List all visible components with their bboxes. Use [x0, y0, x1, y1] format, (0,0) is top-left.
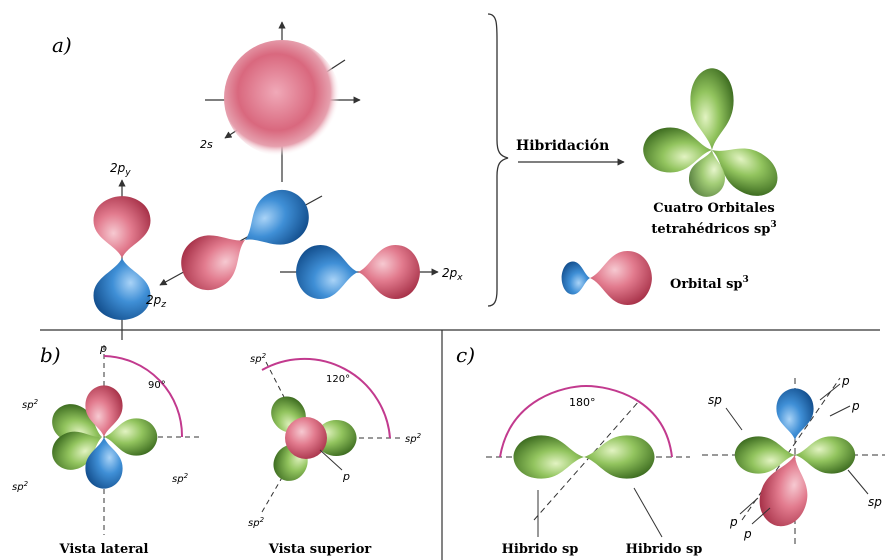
- py-label: 2py: [110, 161, 131, 178]
- sp3-lobe-top: [690, 68, 734, 150]
- s-label: 2s: [200, 138, 213, 151]
- sp2-top-view: 120° p sp2 sp2 sp2: [248, 352, 422, 529]
- top-p-lobe: [285, 417, 327, 459]
- px-right-lobe: [358, 245, 420, 299]
- sp-left-label: sp: [708, 393, 722, 407]
- angle-180-arc: [499, 384, 673, 458]
- side-p-label: p: [99, 342, 107, 355]
- pz-orbital: 2pz: [146, 179, 323, 310]
- p-upper-label-2: p: [851, 399, 860, 413]
- sp-right-pointer: [633, 487, 663, 538]
- side-sp2-label-right: sp2: [172, 472, 189, 485]
- p-upper-pointer-2: [829, 405, 851, 417]
- single-sp3-orbital: [561, 251, 652, 305]
- p-upper-pointer: [819, 383, 841, 401]
- sp-p-diagonal-axis: [741, 377, 841, 521]
- py-upper-lobe: [93, 196, 151, 258]
- single-sp3-caption: Orbital sp3: [670, 275, 749, 292]
- panel-a-label: a): [52, 33, 72, 57]
- sp3-small-lobe: [561, 261, 590, 295]
- sp-linear-view: 180°: [486, 384, 690, 538]
- py-lower-lobe: [93, 258, 151, 320]
- sp-left-label-pointer: [725, 407, 743, 431]
- panel-b: b) 90° p sp2 sp2 sp2 120°: [12, 342, 422, 557]
- sp-p-blue-upper: [776, 388, 814, 440]
- p-lower-pointer-2: [751, 507, 771, 525]
- top-p-pointer: [319, 449, 343, 471]
- px-orbital: 2px: [280, 245, 463, 299]
- caption-vista-lateral: Vista lateral: [59, 542, 149, 557]
- angle-90-arc: [103, 355, 184, 438]
- angle-120-arc: [261, 357, 391, 439]
- sp-with-p-view: p p sp sp p p: [702, 374, 885, 548]
- sp-p-green-right: [795, 436, 856, 474]
- caption-hibrido-sp-left: Hibrido sp: [502, 542, 579, 557]
- p-lower-label-2: p: [743, 527, 752, 541]
- caption-vista-superior: Vista superior: [268, 542, 372, 557]
- sp3-caption-line2: tetrahédricos sp3: [651, 220, 776, 237]
- side-sp2-label-bottom-left: sp2: [12, 480, 29, 493]
- grouping-brace: [487, 13, 509, 307]
- top-p-label: p: [342, 470, 350, 483]
- angle-180-label: 180°: [569, 396, 596, 409]
- panel-c-label: c): [456, 343, 475, 367]
- top-sp2-label-upper: sp2: [250, 352, 267, 365]
- top-sp2-label-right: sp2: [405, 432, 422, 445]
- panel-c: c) 180° p p sp sp: [456, 343, 885, 557]
- sp-diagonal-axis: [533, 399, 641, 521]
- pz-lower-lobe: [170, 217, 260, 301]
- pz-label: 2pz: [146, 293, 166, 310]
- sp-right-label: sp: [868, 495, 882, 509]
- px-left-lobe: [296, 245, 358, 299]
- sp-left-lobe: [513, 435, 584, 479]
- p-lower-pointer: [739, 497, 759, 515]
- p-upper-label: p: [841, 374, 850, 388]
- sp2-side-view: 90° p sp2 sp2 sp2: [12, 342, 202, 535]
- sp-right-label-pointer: [847, 469, 869, 495]
- px-label: 2px: [442, 266, 463, 283]
- hybridization-label: Hibridación: [516, 138, 609, 154]
- angle-90-label: 90°: [148, 380, 166, 391]
- caption-hibrido-sp-right: Hibrido sp: [626, 542, 703, 557]
- sp3-large-lobe: [590, 251, 652, 305]
- p-lower-label: p: [729, 515, 738, 529]
- panel-b-label: b): [40, 343, 61, 367]
- sp3-cluster: [643, 68, 787, 206]
- sp3-caption-line1: Cuatro Orbitales: [653, 201, 774, 216]
- sp-right-lobe: [584, 435, 655, 479]
- angle-120-label: 120°: [326, 374, 350, 385]
- py-orbital: 2py: [93, 161, 151, 340]
- s-orbital: 2s: [200, 21, 361, 182]
- side-sp2-label-top-left: sp2: [22, 398, 39, 411]
- s-sphere: [224, 40, 340, 156]
- panel-a: a) 2s 2py 2pz 2px: [52, 13, 787, 340]
- top-sp2-label-lower: sp2: [248, 516, 265, 529]
